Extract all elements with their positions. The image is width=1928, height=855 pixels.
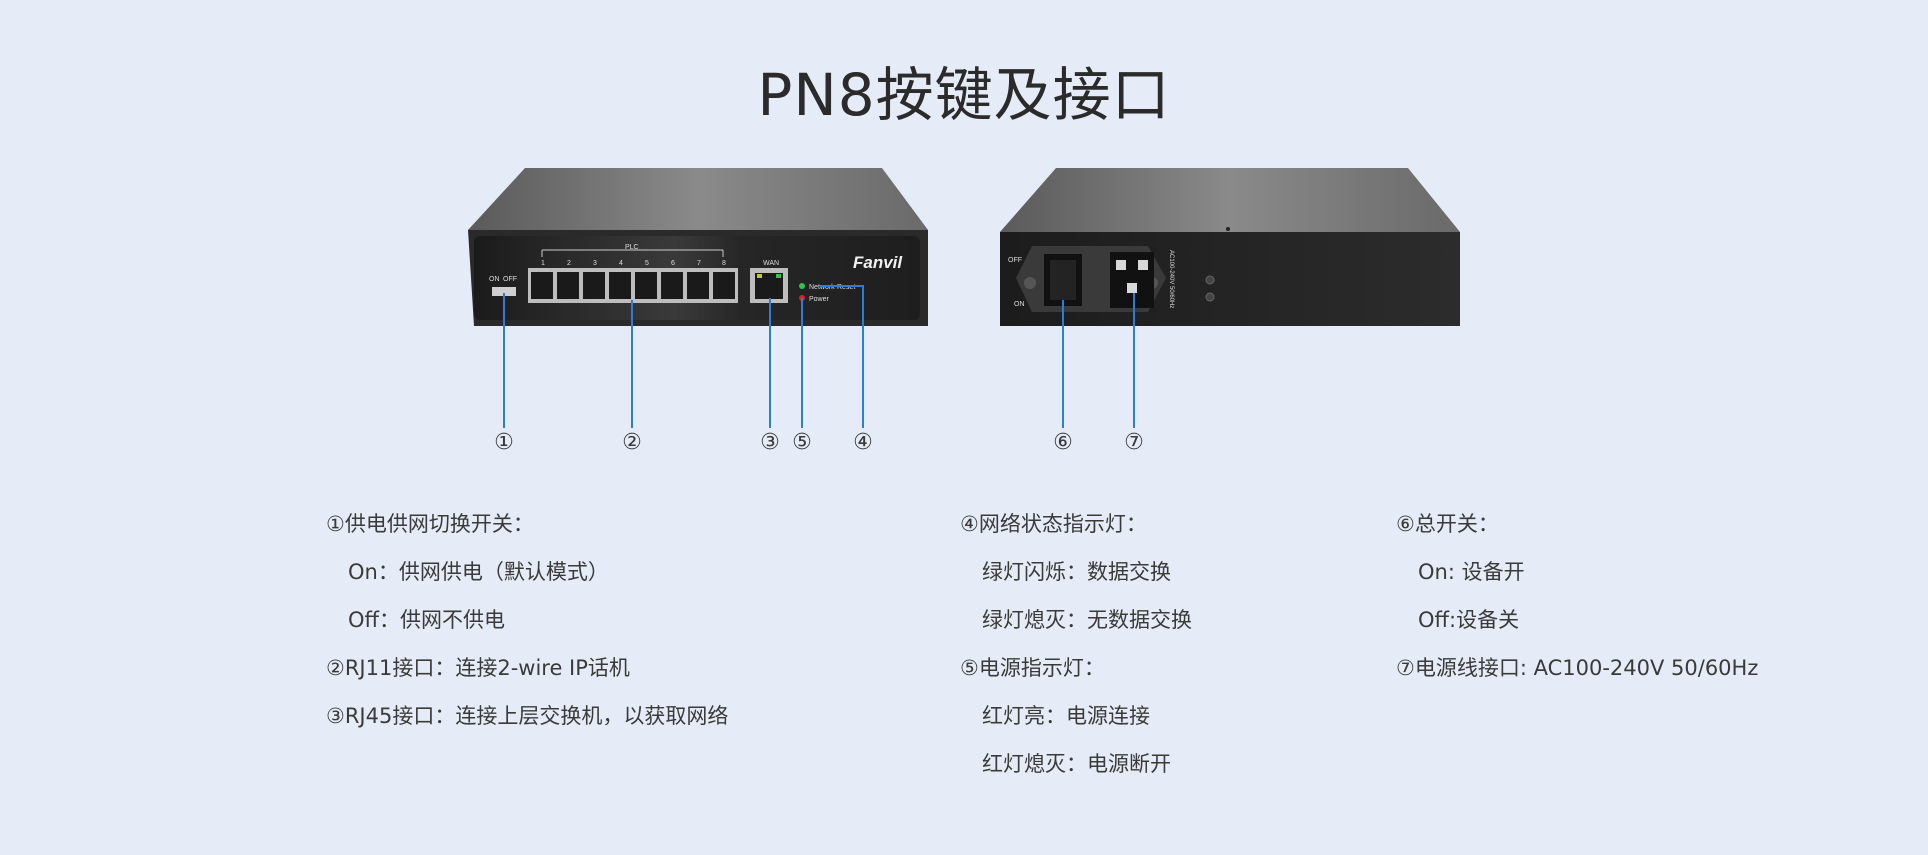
callout-lines: [503, 285, 1135, 428]
description-column-3: ⑥总开关： On: 设备开 Off:设备关 ⑦电源线接口: AC100-240V…: [1396, 500, 1758, 692]
desc-heading: ⑤电源指示灯：: [960, 656, 1105, 680]
port-number: 3: [593, 260, 597, 267]
callout-4: ④: [853, 430, 873, 455]
desc-heading: ③RJ45接口：连接上层交换机，以获取网络: [326, 704, 729, 728]
front-device: ON OFF PLC 1 2 3 4 5 6 7 8: [468, 168, 928, 326]
rj11-ports: [531, 272, 735, 299]
wan-label: WAN: [763, 260, 779, 267]
fanvil-logo: Fanvil: [853, 253, 903, 272]
power-led-label: Power: [809, 296, 830, 303]
rj11-port[interactable]: [531, 272, 553, 299]
rear-device-top: [1000, 168, 1460, 232]
rj11-port[interactable]: [609, 272, 631, 299]
port-number: 8: [722, 260, 726, 267]
port-number: 7: [697, 260, 701, 267]
poe-switch[interactable]: [492, 287, 516, 296]
desc-item: 红灯熄灭：电源断开: [982, 752, 1171, 776]
rj11-port[interactable]: [635, 272, 657, 299]
callout-3: ③: [760, 430, 780, 455]
reset-label: Reset: [837, 284, 855, 291]
port-number: 6: [671, 260, 675, 267]
desc-item: Off：供网不供电: [348, 608, 505, 632]
desc-item: 绿灯熄灭：无数据交换: [982, 608, 1192, 632]
port-number: 2: [567, 260, 571, 267]
desc-item: 绿灯闪烁：数据交换: [982, 560, 1171, 584]
front-device-top: [468, 168, 928, 230]
desc-item: Off:设备关: [1418, 608, 1520, 632]
rj11-port[interactable]: [557, 272, 579, 299]
port-number: 1: [541, 260, 545, 267]
page-title: PN8按键及接口: [757, 61, 1171, 129]
desc-heading: ⑥总开关：: [1396, 512, 1499, 536]
desc-item: On：供网供电（默认模式）: [348, 560, 609, 584]
rj11-port[interactable]: [661, 272, 683, 299]
description-column-2: ④网络状态指示灯： 绿灯闪烁：数据交换 绿灯熄灭：无数据交换 ⑤电源指示灯： 红…: [960, 500, 1192, 788]
desc-item: On: 设备开: [1418, 560, 1525, 584]
callout-7: ⑦: [1124, 430, 1144, 455]
rear-power-spec: AC100-240V 50/60Hz: [1168, 250, 1174, 308]
port-number: 4: [619, 260, 623, 267]
desc-heading: ①供电供网切换开关：: [326, 512, 534, 536]
device-illustration: ON OFF PLC 1 2 3 4 5 6 7 8: [468, 168, 1460, 455]
rj11-port[interactable]: [687, 272, 709, 299]
port-number: 5: [645, 260, 649, 267]
desc-heading: ②RJ11接口：连接2-wire IP话机: [326, 656, 630, 680]
rear-device: OFF ON AC100-240V 50/60Hz: [1000, 168, 1460, 326]
desc-item: 红灯亮：电源连接: [982, 704, 1150, 728]
desc-heading: ④网络状态指示灯：: [960, 512, 1147, 536]
desc-heading: ⑦电源线接口: AC100-240V 50/60Hz: [1396, 656, 1759, 680]
switch-on-label: ON: [489, 276, 500, 283]
description-column-1: ①供电供网切换开关： On：供网供电（默认模式） Off：供网不供电 ②RJ11…: [326, 500, 728, 740]
rear-off-label: OFF: [1008, 257, 1022, 264]
callout-5: ⑤: [792, 430, 812, 455]
callout-6: ⑥: [1053, 430, 1073, 455]
rear-on-label: ON: [1014, 301, 1025, 308]
network-led-label: Network: [809, 284, 835, 291]
callout-1: ①: [494, 430, 514, 455]
callout-2: ②: [622, 430, 642, 455]
plc-label: PLC: [625, 244, 639, 251]
rj11-port[interactable]: [583, 272, 605, 299]
rj11-port[interactable]: [713, 272, 735, 299]
switch-off-label: OFF: [503, 276, 517, 283]
network-led: [799, 283, 805, 289]
